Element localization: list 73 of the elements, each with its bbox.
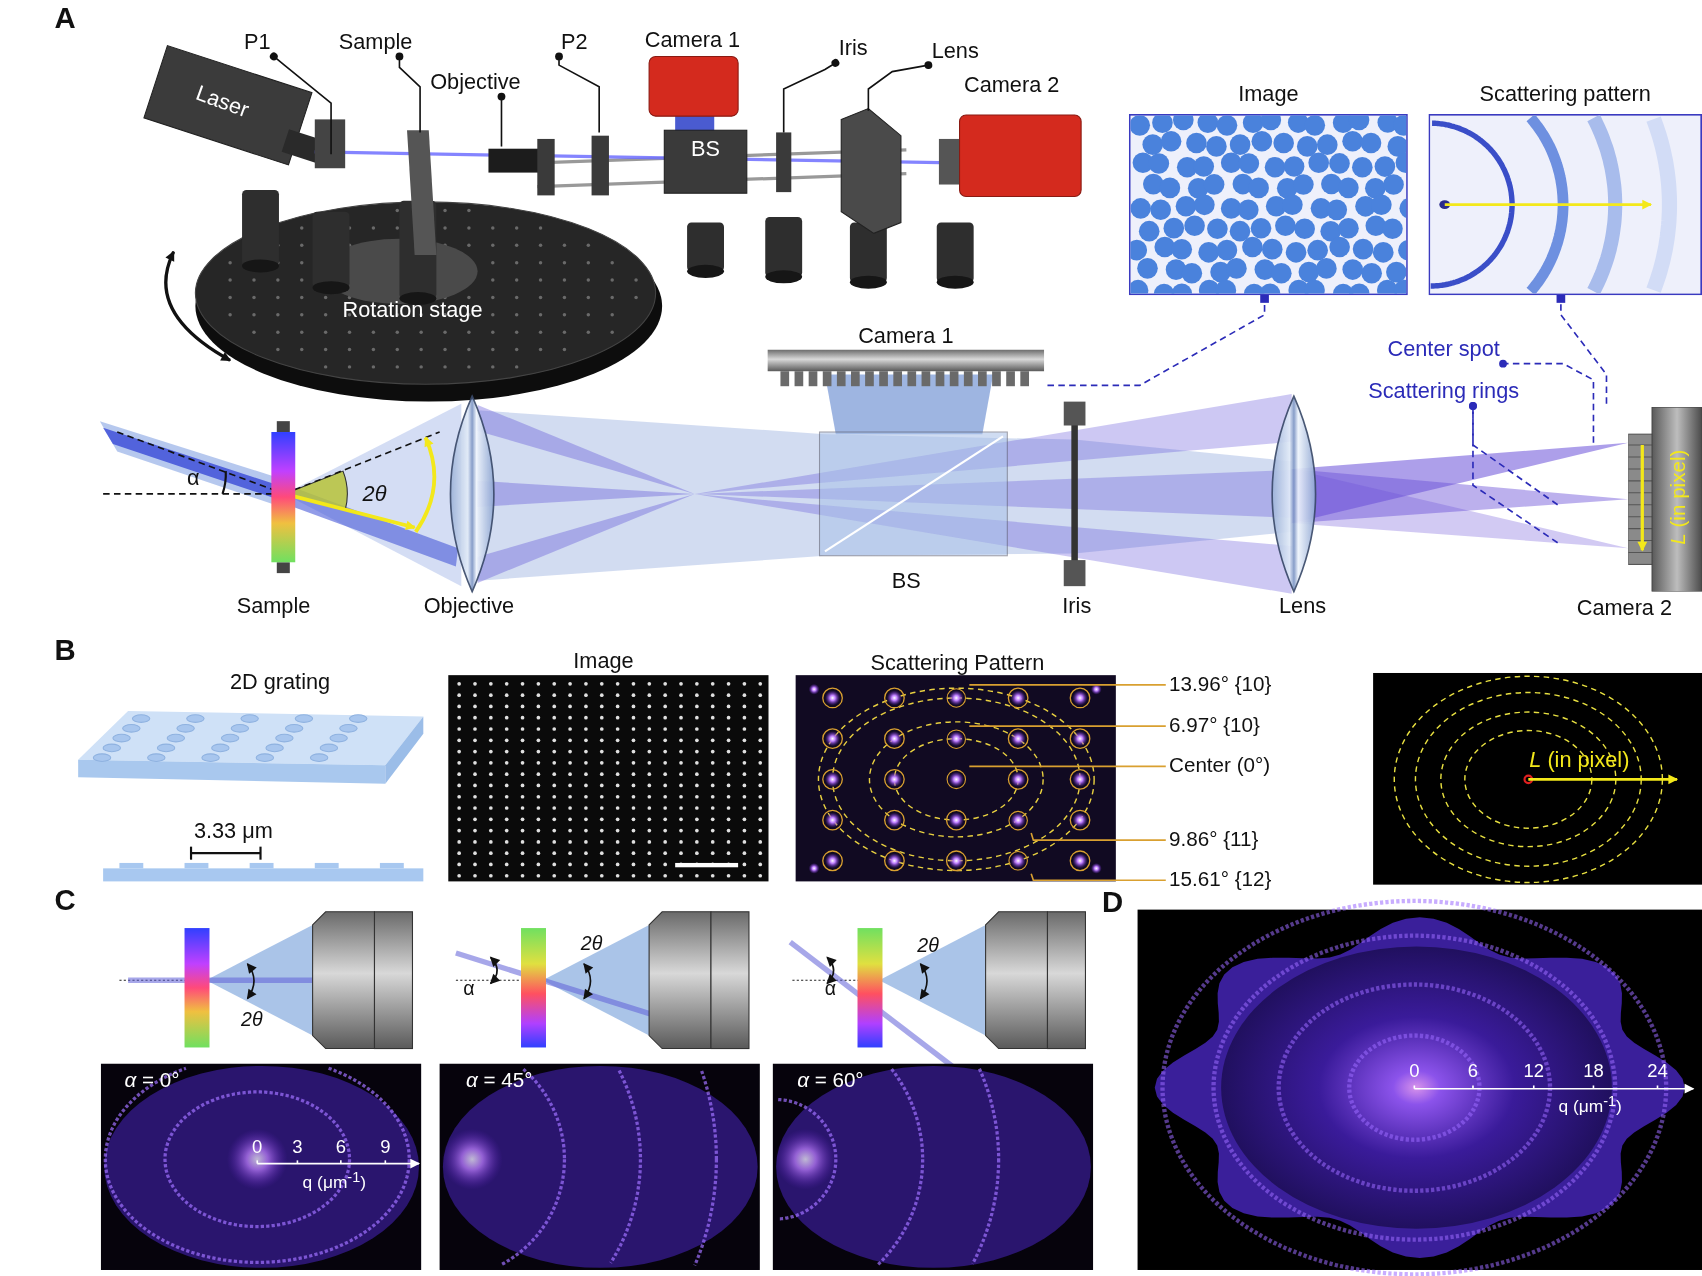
leader-line bbox=[968, 725, 1167, 727]
part-label: Objective bbox=[423, 593, 515, 618]
tick-label: 0 bbox=[252, 1138, 263, 1159]
image-title: Scattering Pattern bbox=[870, 650, 1045, 675]
leader-line bbox=[1469, 402, 1559, 544]
image-title: Image bbox=[573, 648, 634, 672]
image-title: 2D grating bbox=[229, 669, 331, 694]
axis-label: q (μm$^{-1}$) bbox=[1558, 1093, 1622, 1117]
panel-letter: C bbox=[54, 884, 76, 918]
condition-label: α = 60° bbox=[797, 1069, 864, 1093]
tick-label: 3 bbox=[292, 1138, 303, 1159]
panel-title: Image bbox=[1238, 81, 1299, 106]
leader-line bbox=[497, 92, 506, 148]
part-label: Iris bbox=[838, 35, 868, 60]
part-label: Camera 2 bbox=[964, 72, 1060, 97]
part-label: Iris bbox=[1062, 593, 1092, 618]
callout-label: Center spot bbox=[1387, 336, 1500, 361]
callout-label: Scattering rings bbox=[1368, 378, 1520, 403]
part-label: Rotation stage bbox=[342, 297, 483, 322]
panel-letter: D bbox=[1102, 887, 1124, 920]
part-label: Camera 1 bbox=[644, 27, 741, 51]
part-label: Lens bbox=[931, 38, 979, 62]
angle-label: α bbox=[463, 979, 475, 1001]
angle-label: 6.97° {10} bbox=[1169, 714, 1260, 738]
axis-label: q (μm$^{-1}$) bbox=[302, 1169, 366, 1193]
part-label: Sample bbox=[236, 593, 311, 618]
dashed-leader-line bbox=[1556, 294, 1608, 405]
tick-label: 24 bbox=[1647, 1062, 1668, 1083]
tick-label: 18 bbox=[1583, 1062, 1604, 1083]
panel-title: Camera 2 bbox=[1576, 595, 1673, 620]
length-label: L (in pixel) bbox=[1529, 747, 1630, 772]
angle-label: 9.86° {11} bbox=[1169, 828, 1259, 852]
panel-title: Camera 1 bbox=[858, 323, 954, 348]
leader-line bbox=[968, 765, 1167, 768]
part-label: Objective bbox=[430, 69, 521, 94]
scale-label: 3.33 μm bbox=[193, 818, 273, 843]
part-label: P2 bbox=[560, 29, 588, 54]
tick-label: 6 bbox=[335, 1138, 346, 1159]
angle-label: 2θ bbox=[580, 933, 603, 956]
leader-line bbox=[269, 52, 332, 155]
angle-label: α bbox=[824, 979, 836, 1001]
length-label: L (in pixel) bbox=[1667, 449, 1691, 545]
angle-label: α bbox=[186, 465, 200, 490]
panel-letter: A bbox=[54, 3, 76, 36]
dashed-leader-line bbox=[1046, 294, 1269, 387]
leader-line bbox=[782, 59, 840, 134]
panel-title: Scattering pattern bbox=[1479, 81, 1651, 106]
panel-letter: B bbox=[54, 635, 76, 668]
condition-label: α = 45° bbox=[466, 1069, 533, 1093]
leader-line bbox=[867, 61, 933, 112]
angle-label: 2θ bbox=[917, 935, 939, 958]
condition-label: α = 0° bbox=[124, 1069, 180, 1093]
part-label: Lens bbox=[1279, 593, 1327, 618]
leader-line bbox=[1499, 359, 1595, 444]
part-label: BS bbox=[691, 136, 721, 161]
part-label: Sample bbox=[338, 29, 413, 54]
angle-label: 13.96° {10} bbox=[1169, 673, 1272, 697]
leader-line bbox=[968, 684, 1167, 686]
leader-line bbox=[555, 52, 600, 134]
tick-label: 0 bbox=[1409, 1062, 1420, 1083]
angle-label: 15.61° {12} bbox=[1169, 868, 1272, 892]
leader-line bbox=[1030, 832, 1167, 841]
angle-label: 2θ bbox=[241, 1009, 263, 1032]
angle-label: Center (0°) bbox=[1169, 755, 1271, 778]
tick-label: 9 bbox=[380, 1138, 391, 1159]
leader-line bbox=[1030, 873, 1167, 882]
tick-label: 12 bbox=[1523, 1062, 1544, 1083]
part-label: P1 bbox=[243, 29, 271, 54]
leader-line bbox=[395, 52, 421, 134]
part-label: Laser bbox=[192, 80, 253, 122]
part-label: BS bbox=[891, 568, 921, 593]
tick-label: 6 bbox=[1467, 1062, 1479, 1083]
angle-label: 2θ bbox=[362, 481, 387, 506]
